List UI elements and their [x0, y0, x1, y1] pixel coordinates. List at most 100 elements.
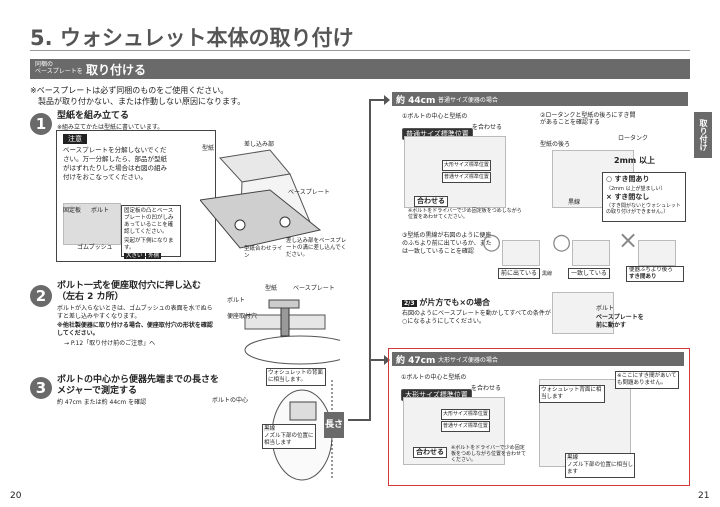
title-rule [30, 50, 690, 51]
option-ng-mark: × [618, 226, 639, 254]
bolt-illustration [244, 299, 356, 365]
option-ok1-mark: ○ [482, 230, 502, 255]
diag2-label-bolt: ボルト [227, 297, 246, 304]
step1-caution-box: 注意 ベースプレートを分解しないでください。万一分解したら、部品が型紙がはずれた… [56, 130, 216, 262]
panel44-p3: ③型紙の黒線が右図のように便座のふちより前に出ているか、または一致していることを… [402, 232, 492, 255]
page-title: 5. ウォシュレット本体の取り付け [30, 26, 354, 50]
step3-title2: メジャーで測定する [57, 386, 138, 396]
panel44-tank-label: ロータンク [618, 135, 649, 142]
big-outer-labels: 大きい 外側 [124, 253, 178, 260]
inset-note: 固定板の凸とベースプレートの凹がしみあっていることを確認してください。 突起が下… [121, 205, 181, 260]
panel47-small-label2: 普通サイズ標準位置 [441, 421, 490, 432]
side-tab: 取り付け [694, 112, 712, 158]
inset-note-text: 固定板の凸とベースプレートの凹がしみあっていることを確認してください。 [124, 208, 174, 235]
panel47-nozzle-text: ノズル下部の位置に相当します [567, 462, 634, 475]
template-illustration [199, 149, 322, 249]
panel44-small-note: ※ボルトをドライバーで少め固定板をつめしながら位置をあわせてください。 [408, 208, 522, 220]
panel-44cm: 約 44cm 普通サイズ便器の場合 ①ボルトの中心と型紙の 普通サイズ標準位置 … [392, 92, 688, 342]
gap-ok-text: すき間あり [614, 175, 650, 183]
step2-desc1: ボルトが入らないときは、ゴムブッシュの表面を水でぬらすと差し込みやすくなります。 [57, 305, 213, 320]
diag3-label-back: ウォシュレットの背面に相当します。 [266, 368, 326, 386]
panel44-p2: ②ロータンクと型紙の後ろにすき間があることを確認する [540, 112, 636, 126]
branch-arrows [348, 95, 390, 421]
diag2-label-template: 型紙 [265, 285, 278, 292]
panel47-black-line: 黒線 [567, 455, 579, 461]
diag1-label-insert-note: 差し込み部をベースプレートの溝に差し込んでください。 [286, 238, 347, 258]
gap-ok-sub: （2mm 以上が望ましい） [606, 186, 666, 192]
gap-ng-text: すき間なし [614, 193, 650, 201]
section-sub: 同梱の ベースプレートを [35, 61, 83, 75]
panel47-nozzle-box: 黒線 ノズル下部の位置に相当します [565, 453, 635, 478]
step2-number: 2 [30, 285, 52, 307]
panel44-black-line: 黒線 [568, 199, 581, 206]
panel47-p1b: を合わせる [471, 385, 502, 392]
caution-inset-illustration [63, 203, 121, 245]
diag3-label-bolt-center: ボルトの中心 [212, 397, 249, 404]
option-front: 前に出ている [498, 268, 541, 279]
panel47-header-small: 大形サイズ便器の場合 [438, 357, 498, 364]
step3-number: 3 [30, 377, 52, 399]
panel44-sep-heading: 2/3 が片方でも×の場合 [402, 298, 490, 308]
inset-label-bolt: ボルト [91, 207, 110, 214]
caution-label: 注意 [63, 134, 87, 144]
section-bar: 同梱の ベースプレートを 取り付ける [30, 59, 690, 79]
page-number-right: 21 [698, 491, 710, 501]
panel44-move-illustration [552, 292, 614, 334]
gap-ng-sub: （すき間がないとウォシュレットの取り付けができません。） [606, 203, 681, 215]
option-illust-2 [572, 240, 610, 266]
step1-number: 1 [30, 113, 52, 135]
inset-label-bush: ゴムブッシュ [77, 244, 113, 251]
panel44-move-label: ベースプレートを前に動かす [596, 314, 644, 329]
panel47-small-note: ※ボルトをドライバーで少め固定板をつめしながら位置を合わせてください。 [451, 445, 527, 463]
page-number-left: 20 [10, 491, 22, 501]
diag2-label-baseplate: ベースプレート [293, 285, 335, 292]
step2-desc2: ※他社製便器に取り付ける場合、便座取付穴の形状を確認してください。 [57, 322, 213, 337]
panel44-small-label2: 普通サイズ標準位置 [442, 172, 491, 183]
step1-title: 型紙を組み立てる [57, 111, 130, 121]
step1-sub: ※組み立てかたは型紙に書いています。 [57, 124, 164, 131]
step2-ref-link[interactable]: → P.12「取り付け前のご注意」へ [64, 340, 156, 347]
section-title: 取り付ける [86, 63, 147, 77]
option-behind-text: 便器ふちより後ろ [629, 267, 673, 273]
panel44-sep-text: 右図のようにベースプレートを動かしてすべての条件が○になるようにしてください。 [402, 310, 551, 325]
panel47-header: 約 47cm 大形サイズ便器の場合 [392, 352, 684, 366]
panel47-back-label: ウォシュレット背面に相当します [539, 385, 605, 403]
panel44-header: 約 44cm 普通サイズ便器の場合 [392, 92, 688, 106]
gap-ok: ○ すき間あり [606, 175, 650, 183]
sep-pill: 2/3 [402, 300, 417, 307]
diag3-label-nozzle: 黒線 ノズル下部の位置に相当します [262, 424, 316, 449]
outer-label: 外側 [146, 253, 162, 259]
option-illust-3 [638, 240, 676, 266]
panel47-small-label1: 大形サイズ標準位置 [441, 409, 490, 420]
option-behind: 便器ふちより後ろ すき間あり [626, 266, 684, 282]
panel44-header-small: 普通サイズ便器の場合 [438, 97, 498, 104]
gap-ng: × すき間なし [606, 193, 650, 201]
step3-title: ボルトの中心から便器先端までの長さを [57, 375, 220, 385]
notice-line2: 製品が取り付かない、または作動しない原因になります。 [38, 97, 246, 106]
step3-sub: 約 47cm または約 44cm を確認 [57, 399, 147, 406]
panel44-options: ○ 前に出ている 黒線 ○ 一致している × 便器ふちより後ろ すき間あり [482, 226, 688, 286]
panel44-align-label: 合わせる [414, 196, 448, 207]
panel47-gap-ok-label: ※ここにすき間があいても問題ありません。 [615, 371, 679, 389]
caution-text: ベースプレートを分解しないでください。万一分解したら、部品が型紙がはずれたりした… [63, 146, 167, 181]
panel47-align-label: 合わせる [413, 447, 447, 458]
panel44-small-label1: 大形サイズ標準位置 [442, 160, 491, 171]
length-label: 長さ [324, 412, 344, 438]
diag1-label-baseplate: ベースプレート [288, 189, 330, 196]
panel44-gap-legend: ○ すき間あり （2mm 以上が望ましい） × すき間なし （すき間がないとウォ… [602, 172, 686, 222]
notice-line1: ※ベースプレートは必ず同梱のものをご使用ください。 [30, 86, 229, 95]
panel47-p1: ①ボルトの中心と型紙の [401, 374, 467, 381]
panel44-gap-label: 2mm 以上 [614, 156, 656, 165]
diag3-black-line: 黒線 [264, 426, 276, 432]
step1-diagram: 型紙 差し込み部 ベースプレート 差し込み部をベースプレートの溝に差し込んでくだ… [199, 130, 350, 262]
diag1-label-insert: 差し込み部 [244, 141, 275, 148]
step3-diagram: ウォシュレットの背面に相当します。 ボルトの中心 黒線 ノズル下部の位置に相当し… [212, 360, 352, 485]
option-black-line: 黒線 [542, 271, 553, 277]
panel-47cm: 約 47cm 大形サイズ便器の場合 ①ボルトの中心と型紙の 大形サイズ標準位置 … [388, 348, 690, 486]
option-match: 一致している [568, 268, 610, 279]
step2-title: ボルト一式を便座取付穴に押し込む [57, 281, 202, 291]
sep-heading-text: が片方でも×の場合 [419, 298, 491, 307]
step2-title2: （左右 2 カ所） [57, 292, 124, 302]
option-ok2-mark: ○ [552, 230, 572, 255]
inset-note2: 突起が下側になります。 [124, 238, 174, 251]
